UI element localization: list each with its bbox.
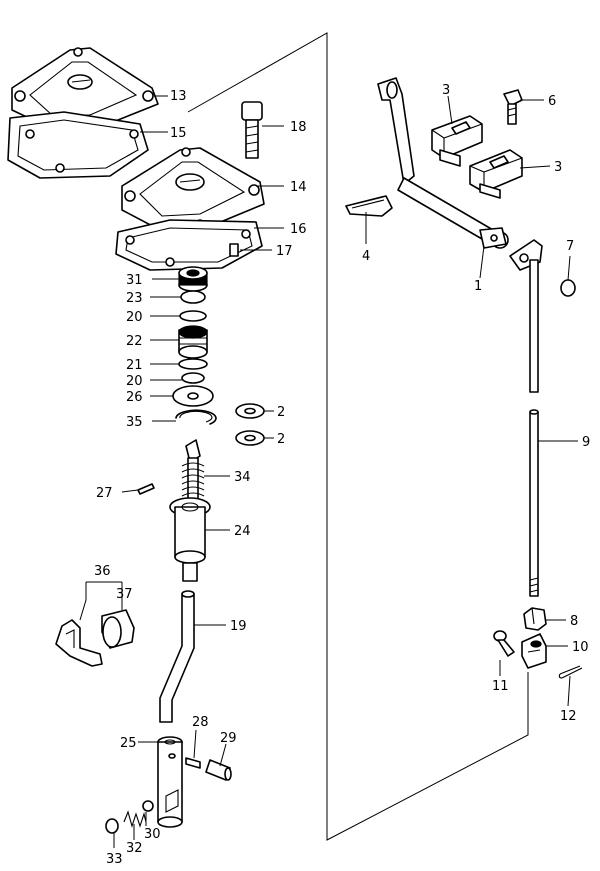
part-16-gasket bbox=[115, 219, 263, 271]
part-18-bolt bbox=[241, 101, 263, 159]
part-19-rod bbox=[159, 590, 195, 723]
label-35: 35 bbox=[126, 415, 143, 430]
label-4: 4 bbox=[362, 249, 370, 264]
part-13-cover bbox=[11, 47, 159, 129]
part-11-bolt bbox=[493, 630, 515, 657]
label-26: 26 bbox=[126, 390, 143, 405]
part-35-snap-ring bbox=[175, 409, 217, 425]
part-31-oil-seal bbox=[178, 266, 208, 292]
part-27-pin bbox=[137, 483, 155, 495]
label-31: 31 bbox=[126, 273, 143, 288]
label-12: 12 bbox=[560, 709, 577, 724]
label-11: 11 bbox=[492, 679, 509, 694]
part-3-mount-lower bbox=[469, 149, 523, 199]
part-20-o-ring-lower bbox=[181, 372, 205, 384]
part-23-washer bbox=[180, 290, 206, 304]
label-8: 8 bbox=[570, 614, 578, 629]
label-22: 22 bbox=[126, 334, 143, 349]
label-7: 7 bbox=[566, 239, 574, 254]
part-26-washer bbox=[172, 385, 214, 407]
label-36: 36 bbox=[94, 564, 111, 579]
label-32: 32 bbox=[126, 841, 143, 856]
label-17: 17 bbox=[276, 244, 293, 259]
label-13: 13 bbox=[170, 89, 187, 104]
part-9-rod-lower bbox=[529, 409, 539, 597]
label-24: 24 bbox=[234, 524, 251, 539]
part-4-bushing bbox=[345, 195, 393, 217]
label-2-lower: 2 bbox=[277, 432, 285, 447]
label-23: 23 bbox=[126, 291, 143, 306]
part-15-gasket bbox=[7, 111, 149, 179]
part-33-cap bbox=[105, 818, 119, 834]
label-29: 29 bbox=[220, 731, 237, 746]
part-9-rod-upper bbox=[509, 239, 543, 393]
part-34-spring-shaft bbox=[181, 439, 205, 509]
part-7-nut bbox=[560, 279, 576, 297]
leader-lines bbox=[79, 95, 578, 848]
part-25-lower-shaft bbox=[157, 736, 183, 828]
part-12-cotter-pin bbox=[558, 665, 583, 679]
part-32-spring bbox=[123, 810, 147, 828]
label-20-lower: 20 bbox=[126, 374, 143, 389]
part-2-washer-lower bbox=[235, 430, 265, 446]
label-16: 16 bbox=[290, 222, 307, 237]
divider-frame-line bbox=[187, 32, 529, 841]
label-19: 19 bbox=[230, 619, 247, 634]
label-18: 18 bbox=[290, 120, 307, 135]
part-24-sleeve bbox=[169, 497, 211, 582]
label-34: 34 bbox=[234, 470, 251, 485]
label-10: 10 bbox=[572, 640, 589, 655]
label-21: 21 bbox=[126, 358, 143, 373]
part-36-clip bbox=[55, 619, 103, 667]
part-30-ball bbox=[142, 800, 154, 812]
label-3-upper: 3 bbox=[442, 83, 450, 98]
part-17-pin bbox=[229, 243, 239, 257]
label-9: 9 bbox=[582, 435, 590, 450]
part-21-o-ring bbox=[178, 358, 208, 370]
part-10-joint bbox=[521, 633, 547, 669]
part-8-nut bbox=[523, 607, 547, 631]
label-14: 14 bbox=[290, 180, 307, 195]
part-6-bolt bbox=[503, 89, 523, 125]
label-15: 15 bbox=[170, 126, 187, 141]
label-28: 28 bbox=[192, 715, 209, 730]
label-6: 6 bbox=[548, 94, 556, 109]
part-37-block bbox=[101, 609, 135, 649]
part-2-washer-upper bbox=[235, 403, 265, 419]
label-1: 1 bbox=[474, 279, 482, 294]
label-3-lower: 3 bbox=[554, 160, 562, 175]
label-37: 37 bbox=[116, 587, 133, 602]
part-28-pin bbox=[185, 757, 201, 769]
label-30: 30 bbox=[144, 827, 161, 842]
part-20-o-ring-upper bbox=[179, 310, 207, 322]
part-22-bushing bbox=[178, 325, 208, 359]
part-labels: 13 15 18 14 16 17 31 23 20 22 21 20 26 3… bbox=[94, 83, 590, 867]
label-2-upper: 2 bbox=[277, 405, 285, 420]
label-25: 25 bbox=[120, 736, 137, 751]
part-29-pin bbox=[205, 759, 232, 781]
part-3-mount-upper bbox=[431, 115, 483, 167]
label-20-upper: 20 bbox=[126, 310, 143, 325]
part-14-cover bbox=[121, 147, 265, 231]
label-27: 27 bbox=[96, 486, 113, 501]
part-1-shift-lever bbox=[377, 77, 509, 249]
label-33: 33 bbox=[106, 852, 123, 867]
